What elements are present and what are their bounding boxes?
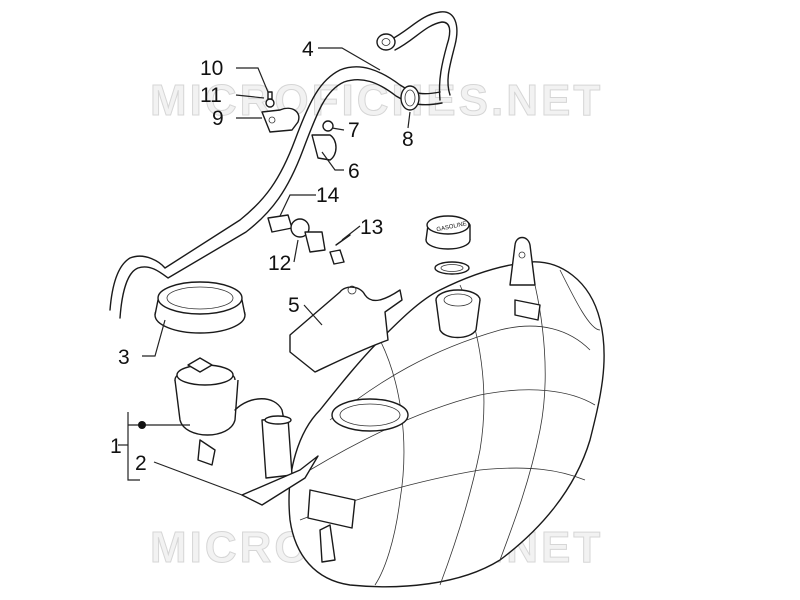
breather-hose: [109, 11, 458, 319]
hose-clamp: [400, 85, 420, 111]
part-label-14: 14: [316, 184, 340, 207]
fuel-tank: [288, 236, 605, 588]
part-label-10: 10: [200, 57, 223, 80]
part-label-7: 7: [348, 119, 360, 142]
callout-dot: [138, 421, 146, 429]
part-label-8: 8: [402, 128, 414, 151]
part-label-2: 2: [135, 452, 147, 475]
part-label-3: 3: [118, 346, 130, 369]
part-label-13: 13: [360, 216, 383, 239]
shield-plate: [289, 285, 403, 373]
fuel-pump: [174, 357, 319, 506]
part-label-9: 9: [212, 107, 224, 130]
fuel-cap: GASOLINE: [425, 215, 471, 275]
part-label-12: 12: [268, 252, 291, 275]
part-label-1: 1: [110, 435, 122, 458]
bracket-14: [267, 214, 351, 265]
lock-ring: [154, 281, 246, 334]
part-label-4: 4: [302, 38, 314, 61]
hose-clip-9: [261, 91, 300, 133]
leader-lines: [118, 47, 411, 496]
part-label-5: 5: [288, 294, 300, 317]
hose-clip-6: [311, 120, 337, 161]
part-label-6: 6: [348, 160, 360, 183]
part-label-11: 11: [200, 84, 222, 107]
